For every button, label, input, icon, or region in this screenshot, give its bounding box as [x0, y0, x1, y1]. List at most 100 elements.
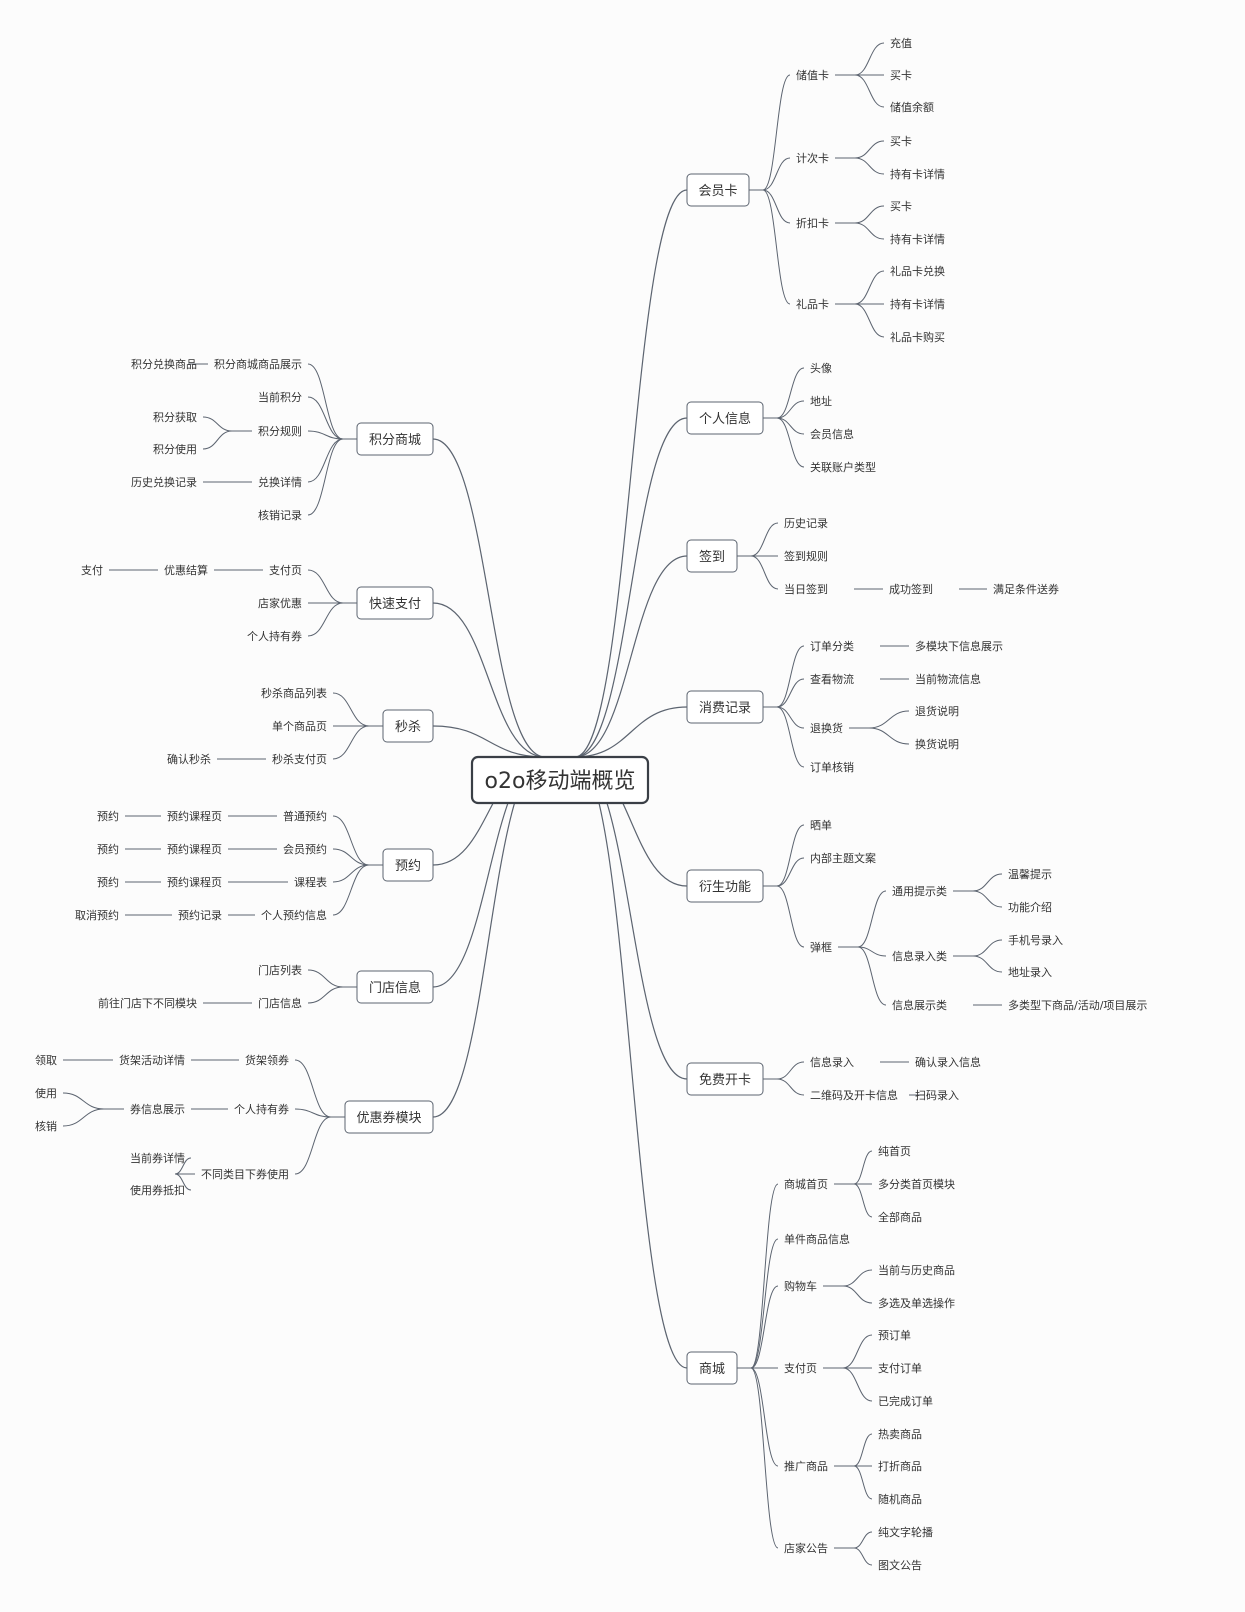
topic-label[interactable]: 持有卡详情 — [890, 167, 945, 181]
topic-label[interactable]: 买卡 — [890, 200, 912, 213]
topic-label[interactable]: 礼品卡兑换 — [890, 264, 945, 278]
topic-label[interactable]: 取消预约 — [75, 908, 119, 922]
topic-label[interactable]: 积分使用 — [153, 443, 197, 456]
topic-label[interactable]: 折扣卡 — [796, 216, 829, 230]
topic-label[interactable]: 通用提示类 — [892, 884, 947, 898]
topic-label[interactable]: 功能介绍 — [1008, 900, 1052, 914]
topic-label[interactable]: 关联账户类型 — [810, 460, 876, 474]
topic-label[interactable]: 积分规则 — [258, 424, 302, 438]
topic-label[interactable]: 信息录入类 — [892, 949, 947, 963]
topic-label[interactable]: 门店信息 — [258, 996, 302, 1010]
topic-label[interactable]: 地址 — [810, 394, 832, 408]
main-topic[interactable]: 优惠券模块 — [344, 1100, 434, 1134]
topic-label[interactable]: 领取 — [35, 1054, 57, 1067]
topic-label[interactable]: 礼品卡购买 — [890, 330, 945, 344]
topic-label[interactable]: 店家公告 — [784, 1541, 828, 1555]
topic-label[interactable]: 个人持有券 — [247, 629, 302, 643]
topic-label[interactable]: 弹框 — [810, 940, 832, 954]
topic-label[interactable]: 扫码录入 — [915, 1089, 959, 1102]
main-topic[interactable]: 签到 — [686, 539, 738, 573]
topic-label[interactable]: 签到规则 — [784, 549, 828, 563]
topic-label[interactable]: 全部商品 — [878, 1210, 922, 1224]
topic-label[interactable]: 礼品卡 — [796, 297, 829, 311]
topic-label[interactable]: 货架领券 — [245, 1053, 289, 1067]
topic-label[interactable]: 当前物流信息 — [915, 672, 981, 686]
topic-label[interactable]: 预约 — [97, 810, 119, 823]
topic-label[interactable]: 退换货 — [810, 721, 843, 735]
topic-label[interactable]: 温馨提示 — [1008, 867, 1052, 881]
topic-label[interactable]: 支付页 — [269, 564, 302, 577]
topic-label[interactable]: 储值余额 — [890, 100, 934, 114]
topic-label[interactable]: 信息展示类 — [892, 998, 947, 1012]
main-topic[interactable]: 快速支付 — [356, 586, 434, 620]
main-topic[interactable]: 免费开卡 — [686, 1062, 764, 1096]
main-topic[interactable]: 秒杀 — [382, 709, 434, 743]
topic-label[interactable]: 退货说明 — [915, 704, 959, 718]
topic-label[interactable]: 满足条件送券 — [993, 582, 1059, 596]
topic-label[interactable]: 积分兑换商品 — [131, 357, 197, 371]
topic-label[interactable]: 当前券详情 — [130, 1151, 185, 1165]
topic-label[interactable]: 会员信息 — [810, 427, 854, 441]
topic-label[interactable]: 货架活动详情 — [119, 1053, 185, 1067]
topic-label[interactable]: 历史记录 — [784, 517, 828, 530]
topic-label[interactable]: 确认录入信息 — [915, 1055, 981, 1069]
topic-label[interactable]: 储值卡 — [796, 68, 829, 82]
main-topic[interactable]: 积分商城 — [356, 422, 434, 456]
topic-label[interactable]: 计次卡 — [796, 151, 829, 165]
topic-label[interactable]: 使用 — [35, 1087, 57, 1100]
topic-label[interactable]: 充值 — [890, 36, 912, 50]
topic-label[interactable]: 内部主题文案 — [810, 851, 876, 865]
topic-label[interactable]: 核销 — [35, 1119, 57, 1133]
topic-label[interactable]: 手机号录入 — [1008, 933, 1063, 947]
topic-label[interactable]: 当日签到 — [784, 582, 828, 596]
topic-label[interactable]: 晒单 — [810, 819, 832, 832]
topic-label[interactable]: 预约 — [97, 843, 119, 856]
topic-label[interactable]: 使用券抵扣 — [130, 1183, 185, 1197]
topic-label[interactable]: 不同类目下券使用 — [201, 1167, 289, 1181]
topic-label[interactable]: 支付订单 — [878, 1362, 922, 1375]
topic-label[interactable]: 预约记录 — [178, 909, 222, 922]
topic-label[interactable]: 秒杀商品列表 — [261, 686, 327, 700]
topic-label[interactable]: 店家优惠 — [258, 596, 302, 610]
topic-label[interactable]: 多模块下信息展示 — [915, 639, 1003, 653]
topic-label[interactable]: 门店列表 — [258, 963, 302, 977]
topic-label[interactable]: 单件商品信息 — [784, 1232, 850, 1246]
topic-label[interactable]: 兑换详情 — [258, 475, 302, 489]
topic-label[interactable]: 纯文字轮播 — [878, 1525, 933, 1539]
topic-label[interactable]: 积分获取 — [153, 411, 197, 424]
topic-label[interactable]: 优惠结算 — [164, 563, 208, 577]
topic-label[interactable]: 多分类首页模块 — [878, 1177, 955, 1191]
topic-label[interactable]: 随机商品 — [878, 1492, 922, 1506]
topic-label[interactable]: 多类型下商品/活动/项目展示 — [1008, 998, 1147, 1012]
topic-label[interactable]: 个人持有券 — [234, 1102, 289, 1116]
topic-label[interactable]: 预约 — [97, 876, 119, 889]
main-topic[interactable]: 个人信息 — [686, 401, 764, 435]
topic-label[interactable]: 前往门店下不同模块 — [98, 996, 197, 1010]
topic-label[interactable]: 持有卡详情 — [890, 232, 945, 246]
topic-label[interactable]: 二维码及开卡信息 — [810, 1088, 898, 1102]
topic-label[interactable]: 成功签到 — [889, 582, 933, 596]
topic-label[interactable]: 支付 — [81, 564, 103, 577]
topic-label[interactable]: 买卡 — [890, 69, 912, 82]
topic-label[interactable]: 历史兑换记录 — [131, 475, 197, 489]
topic-label[interactable]: 订单分类 — [810, 639, 854, 653]
topic-label[interactable]: 买卡 — [890, 135, 912, 148]
main-topic[interactable]: 商城 — [686, 1351, 738, 1385]
topic-label[interactable]: 预约课程页 — [167, 810, 222, 823]
topic-label[interactable]: 购物车 — [784, 1279, 817, 1293]
topic-label[interactable]: 热卖商品 — [878, 1427, 922, 1441]
topic-label[interactable]: 核销记录 — [258, 508, 302, 522]
topic-label[interactable]: 当前与历史商品 — [878, 1263, 955, 1277]
topic-label[interactable]: 普通预约 — [283, 809, 327, 823]
topic-label[interactable]: 课程表 — [294, 875, 327, 889]
topic-label[interactable]: 单个商品页 — [272, 719, 327, 733]
main-topic[interactable]: 会员卡 — [686, 173, 750, 207]
topic-label[interactable]: 持有卡详情 — [890, 297, 945, 311]
topic-label[interactable]: 积分商城商品展示 — [214, 357, 302, 371]
topic-label[interactable]: 确认秒杀 — [167, 752, 211, 766]
topic-label[interactable]: 订单核销 — [810, 760, 854, 774]
main-topic[interactable]: 衍生功能 — [686, 869, 764, 903]
main-topic[interactable]: 门店信息 — [356, 970, 434, 1004]
topic-label[interactable]: 图文公告 — [878, 1558, 922, 1572]
topic-label[interactable]: 头像 — [810, 362, 832, 375]
